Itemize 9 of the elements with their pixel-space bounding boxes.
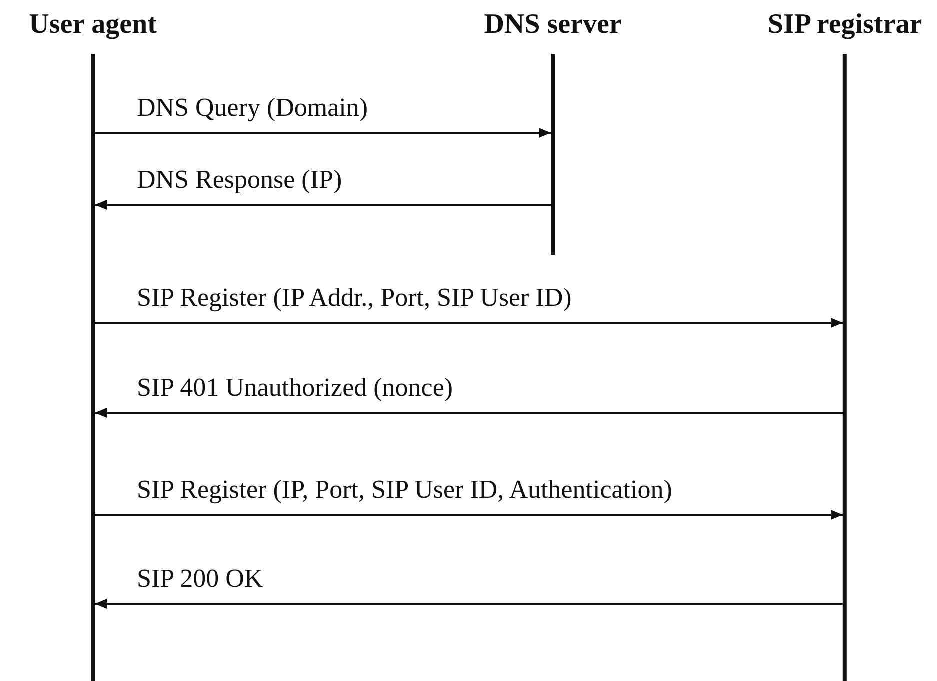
participant-name: User agent xyxy=(29,8,157,42)
participant-name: SIP registrar xyxy=(768,8,922,42)
message-arrow xyxy=(95,200,551,210)
message-arrow xyxy=(95,318,843,328)
message-arrow xyxy=(95,408,843,418)
message-arrow xyxy=(95,599,843,609)
message-arrow xyxy=(95,128,551,138)
participant-name: DNS server xyxy=(484,8,622,42)
message-arrow xyxy=(95,510,843,520)
